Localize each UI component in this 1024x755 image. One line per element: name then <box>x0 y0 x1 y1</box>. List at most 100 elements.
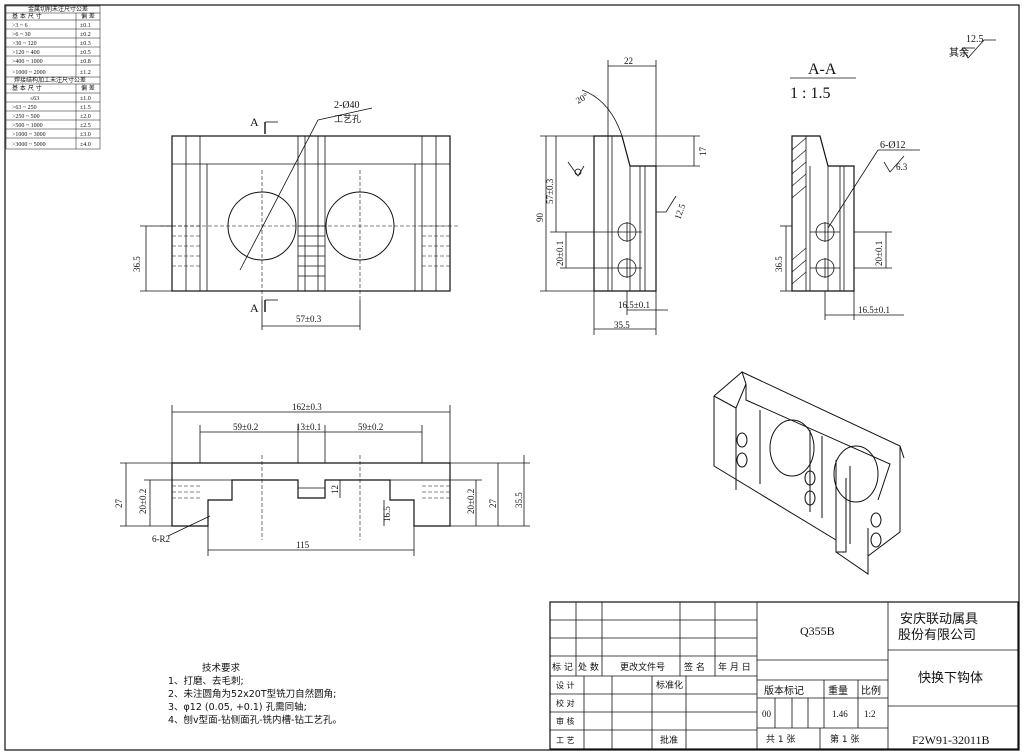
tol-row-dev: ±0.2 <box>80 32 91 38</box>
part-name: 快换下钩体 <box>918 671 983 686</box>
top-view <box>120 405 530 556</box>
weight-label: 重量 <box>828 684 848 697</box>
side-view <box>540 60 700 335</box>
version-value: 00 <box>762 709 772 719</box>
tol-row: >1000 ~ 3000 <box>12 132 46 138</box>
drawing-number: F2W91-32011B <box>912 733 990 747</box>
roughness-symbol <box>961 39 996 59</box>
rev-header: 更改文件号 <box>620 661 665 673</box>
isometric-view <box>713 371 905 575</box>
company-line-1: 安庆联动属具 <box>900 612 978 627</box>
dim-top-mid: 13±0.1 <box>296 422 321 432</box>
dim-side-20: 20±0.1 <box>555 241 565 266</box>
tol-row: >1000 ~ 2000 <box>12 70 46 76</box>
tol-header-size: 基 本 尺 寸 <box>12 12 42 20</box>
rev-header: 处 数 <box>578 661 599 673</box>
standardize-label: 标准化 <box>656 679 683 691</box>
rev-header: 年 月 日 <box>718 661 751 673</box>
scale-value: 1:2 <box>864 709 876 719</box>
dim-top-355: 35.5 <box>514 492 524 508</box>
role-review: 审 核 <box>556 716 575 726</box>
tol-header-dev: 偏 差 <box>81 12 95 20</box>
section-mark-bottom: A <box>250 301 259 315</box>
tolerance-table <box>5 5 101 150</box>
dim-top-165: 16.5 <box>382 506 392 522</box>
section-rough: 6.3 <box>896 162 908 172</box>
tolerance-table-text: 金属切削未注尺寸公差 基 本 尺 寸 偏 差 >3 ~ 6 ±0.1 >6 ~ … <box>12 5 95 148</box>
tol-row: >120 ~ 400 <box>12 50 40 56</box>
tol-row-dev: ±4.0 <box>80 142 91 148</box>
tol-title-metal: 金属切削未注尺寸公差 <box>28 5 88 13</box>
sheets-total: 共 1 张 <box>766 734 795 745</box>
note-line: 4、刨v型面-钻侧面孔-铣内槽-钻工艺孔。 <box>168 715 342 726</box>
version-label: 版本标记 <box>764 684 804 697</box>
material: Q355B <box>800 624 835 638</box>
dim-section-365: 36.5 <box>774 256 784 272</box>
dim-side-17: 17 <box>698 147 708 157</box>
tol-row: >250 ~ 500 <box>12 114 40 120</box>
tol-header-size: 基 本 尺 寸 <box>12 84 42 92</box>
tol-row-dev: ±1.0 <box>80 96 91 102</box>
dim-top-20r: 20±0.2 <box>466 489 476 514</box>
tol-header-dev: 偏 差 <box>81 84 95 92</box>
dim-side-rough: 12.5 <box>672 202 687 221</box>
side-view-labels: 22 20° 17 90 57±0.3 20±0.1 12.5 16.5±0.1… <box>535 56 708 330</box>
dim-front-spacing: 57±0.3 <box>296 314 322 324</box>
role-process: 工 艺 <box>556 736 575 745</box>
section-hole-note: 6-Ø12 <box>880 140 906 151</box>
tol-row: >400 ~ 1000 <box>12 59 43 65</box>
dim-section-165: 16.5±0.1 <box>858 305 890 315</box>
roughness-label: 其余 <box>949 46 969 59</box>
dim-top-right: 59±0.2 <box>358 422 383 432</box>
tol-row: >500 ~ 1000 <box>12 123 43 129</box>
role-check: 校 对 <box>556 698 575 708</box>
tol-row-dev: ±2.0 <box>80 114 91 120</box>
sheet-number: 第 1 张 <box>830 733 859 745</box>
tol-row: ≤63 <box>30 96 39 102</box>
dim-side-90: 90 <box>535 213 545 223</box>
section-a-view <box>780 135 920 320</box>
tol-row: >63 ~ 250 <box>12 105 37 111</box>
technical-notes: 技术要求 1、打磨、去毛刺; 2、未注圆角为52x20T型铣刀自然圆角; 3、φ… <box>168 662 342 727</box>
dim-front-height: 36.5 <box>132 256 142 272</box>
sheet-border <box>4 4 1020 751</box>
rev-header: 标 记 <box>552 661 573 673</box>
dim-top-20l: 20±0.2 <box>138 489 148 514</box>
tol-row: >3000 ~ 5000 <box>12 142 46 148</box>
tol-row-dev: ±0.5 <box>80 50 91 56</box>
dim-top-overall: 162±0.3 <box>292 402 322 412</box>
dim-side-57: 57±0.3 <box>545 178 555 204</box>
scale-label: 比例 <box>861 684 881 697</box>
company-line-2: 股份有限公司 <box>898 628 976 643</box>
front-view <box>140 107 460 330</box>
tol-title-weld: 焊接结构加工未注尺寸公差 <box>14 76 86 84</box>
dim-top-12: 12 <box>330 485 340 494</box>
hole-note-2: 工艺孔 <box>334 114 361 125</box>
tol-row: >30 ~ 120 <box>12 41 37 47</box>
dim-top-radius: 6-R2 <box>152 534 170 544</box>
tol-row-dev: ±1.2 <box>80 70 91 76</box>
dim-top-left: 59±0.2 <box>233 422 258 432</box>
section-title: A-A <box>808 61 837 78</box>
hole-note: 2-Ø40 <box>334 100 360 111</box>
dim-top-27r: 27 <box>488 499 498 509</box>
title-block-text: Q355B 安庆联动属具 股份有限公司 快换下钩体 F2W91-32011B 标… <box>552 612 990 747</box>
notes-title: 技术要求 <box>202 663 241 674</box>
role-design: 设 计 <box>556 680 575 690</box>
note-line: 3、φ12 (0.05, +0.1) 孔需同轴; <box>168 702 307 713</box>
note-line: 1、打磨、去毛刺; <box>168 676 244 687</box>
tol-row-dev: ±1.5 <box>80 105 91 111</box>
approve-label: 批准 <box>660 734 678 746</box>
title-block <box>549 601 1019 750</box>
front-view-labels: A A 2-Ø40 工艺孔 36.5 57±0.3 <box>132 100 361 324</box>
note-line: 2、未注圆角为52x20T型铣刀自然圆角; <box>168 689 337 700</box>
rev-header: 签 名 <box>684 661 705 673</box>
tol-row-dev: ±0.8 <box>80 59 91 65</box>
weight-value: 1.46 <box>832 709 848 719</box>
dim-top-27l: 27 <box>114 499 124 509</box>
section-view-labels: 6-Ø12 6.3 36.5 20±0.1 16.5±0.1 <box>774 140 908 315</box>
dim-section-20: 20±0.1 <box>874 241 884 266</box>
tol-row-dev: ±3.0 <box>80 132 91 138</box>
